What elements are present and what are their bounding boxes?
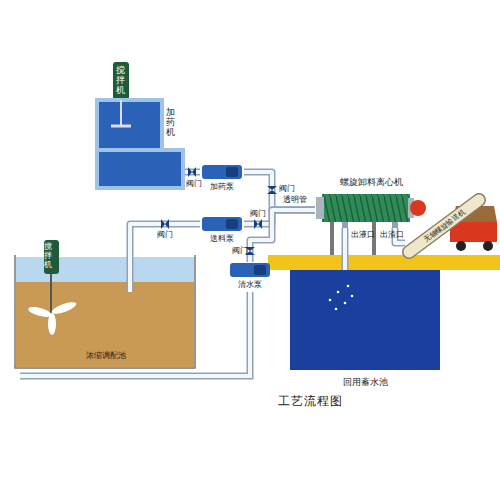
suction-pipe — [127, 240, 134, 292]
bubble — [344, 302, 347, 305]
decanter-centrifuge: 螺旋卸料离心机 — [315, 176, 427, 228]
agitator-shaft — [50, 274, 52, 314]
propeller-blade — [27, 305, 52, 319]
pipe-label: 阀门 — [186, 180, 202, 189]
pipe-core — [343, 228, 347, 270]
dosing-tank-lower — [97, 150, 183, 188]
solid-outlet — [392, 221, 398, 228]
pump-motor — [226, 167, 238, 177]
reuse-pool — [290, 270, 440, 370]
bubble — [329, 299, 332, 302]
pipe-label: 阀门 — [250, 210, 266, 219]
liquid-outlet — [342, 221, 348, 228]
node-label: 螺旋卸料离心机 — [340, 177, 403, 187]
dosing-tank: 搅拌机加药机 — [95, 62, 185, 190]
centrifuge-inlet-cap — [316, 197, 324, 219]
node-label: 无轴螺旋输送机 — [421, 208, 467, 245]
node-sublabel: 加药机 — [166, 108, 175, 138]
pump-body — [202, 165, 242, 179]
truck-wheel — [483, 241, 493, 251]
tank-wall — [15, 255, 195, 368]
dosing-pump: 加药泵 — [200, 164, 244, 194]
pipe-outline — [130, 224, 200, 240]
pipe-core — [250, 210, 315, 262]
centrifuge-leg — [372, 222, 376, 255]
centrifuge-leg — [330, 222, 334, 255]
suction-pipe — [128, 240, 132, 292]
tank-sludge — [16, 282, 194, 367]
pipe-core — [395, 228, 405, 243]
propeller-blade — [50, 300, 77, 316]
pipe-label: 透明管 — [283, 196, 307, 205]
pipe-outline — [395, 228, 405, 243]
reuse-pool: 回用蓄水池 — [290, 270, 440, 390]
pipe-connector — [345, 228, 346, 270]
feed-pump: 送料泵 — [200, 216, 244, 246]
node-sublabel: 浓缩调配池 — [86, 351, 126, 360]
pump-body — [202, 217, 242, 231]
water-pipe — [20, 292, 250, 376]
node-label: 加药泵 — [210, 182, 234, 191]
node-label: 送料泵 — [210, 234, 234, 243]
valve-symbol — [161, 219, 169, 229]
pipe-connector — [250, 210, 315, 262]
agitator-shaft — [120, 100, 122, 126]
diagram-title: 工艺流程图 — [278, 393, 343, 410]
truck-wheel — [456, 241, 466, 251]
centrifuge-screw — [322, 194, 410, 222]
agitator-motor — [44, 240, 59, 274]
pipe-label: 阀门 — [279, 185, 295, 194]
pipe-outline — [342, 228, 349, 270]
pipe-outline — [250, 210, 315, 262]
dosing-tank-upper — [97, 100, 162, 150]
bubble — [337, 291, 340, 294]
pipe-connector — [244, 172, 315, 210]
pump-motor — [226, 219, 238, 229]
valve-symbol — [188, 167, 196, 177]
water-pump: 清水泵 — [228, 262, 272, 292]
valve-symbol — [254, 219, 262, 229]
shaftless-conveyor: 无轴螺旋输送机 — [405, 192, 490, 254]
centrifuge-drum — [322, 194, 410, 222]
tank-water — [16, 257, 194, 282]
pump-body — [230, 263, 270, 277]
pipe-core — [130, 224, 200, 240]
node-label: 回用蓄水池 — [343, 377, 388, 387]
valve-symbol — [267, 186, 277, 194]
outlet-label: 出渣口 — [380, 231, 388, 240]
conveyor-trough — [409, 200, 479, 252]
pipe-label: 阀门 — [157, 231, 173, 240]
pipe-connector — [395, 228, 405, 243]
thickening-tank: 搅拌机浓缩调配池 — [15, 240, 197, 368]
bubble — [347, 285, 350, 288]
agitator-motor — [113, 62, 129, 100]
centrifuge-motor — [410, 200, 426, 216]
pump-motor — [254, 265, 266, 275]
pipe-outline — [244, 172, 315, 210]
floor-slab — [268, 255, 500, 270]
pipe-connector — [130, 224, 200, 240]
bubble — [351, 295, 354, 298]
agitator-blade — [111, 125, 131, 128]
node-label: 清水泵 — [238, 280, 262, 289]
propeller-blade — [48, 313, 56, 335]
pipe-label: 阀门 — [232, 247, 248, 256]
bubble — [335, 308, 338, 311]
water-pipe — [20, 292, 250, 376]
node-label: 搅拌机 — [116, 66, 125, 96]
node-label: 搅拌机 — [44, 243, 52, 269]
pipe-core — [244, 172, 315, 210]
conveyor-frame — [409, 200, 479, 252]
outlet-label: 出液口 — [351, 231, 359, 240]
